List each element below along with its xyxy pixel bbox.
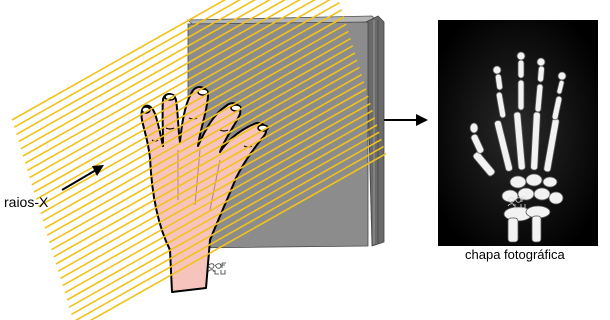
film-signature-mark [507,196,526,209]
xray-beam [55,88,367,265]
xray-beams [11,0,387,320]
plate-slab [187,15,385,249]
xray-beam [18,0,272,143]
xray-beam [33,16,345,193]
plate-label: chapa fotográfica [465,247,565,262]
xray-beam [74,145,384,320]
xray-beam [42,45,354,222]
xray-film [438,20,598,246]
xray-beam [27,0,331,172]
xray-beam [20,0,287,150]
xray-beam [53,81,365,258]
xray-arrow [61,165,104,191]
xray-beam [22,0,301,157]
xray-beam [38,30,349,208]
hand-signature-mark [207,262,226,275]
plate-side-edge [365,15,385,247]
xray-beam [68,131,380,308]
xray-beam [64,117,376,294]
xray-beam [16,0,257,136]
arrow-icon [384,114,428,126]
xray-beam [35,23,347,200]
xray-beam [11,0,227,121]
xray-beam [57,95,369,272]
xray-beam [46,59,358,236]
xray-beam [60,102,371,280]
xray-beam [51,73,362,251]
xray-beam [29,1,340,179]
xray-beam [49,66,360,244]
xray-beam [13,0,242,128]
xray-beam [24,0,316,164]
xray-beam [40,37,351,215]
xray-beam [89,153,387,320]
xray-beam [31,9,343,186]
xray-beam [66,124,378,301]
xray-beam [44,52,356,229]
xray-beam [62,109,373,287]
hand-skeleton-icon [469,51,567,243]
xray-beam [71,138,382,316]
xray-label: raios-X [4,194,49,210]
